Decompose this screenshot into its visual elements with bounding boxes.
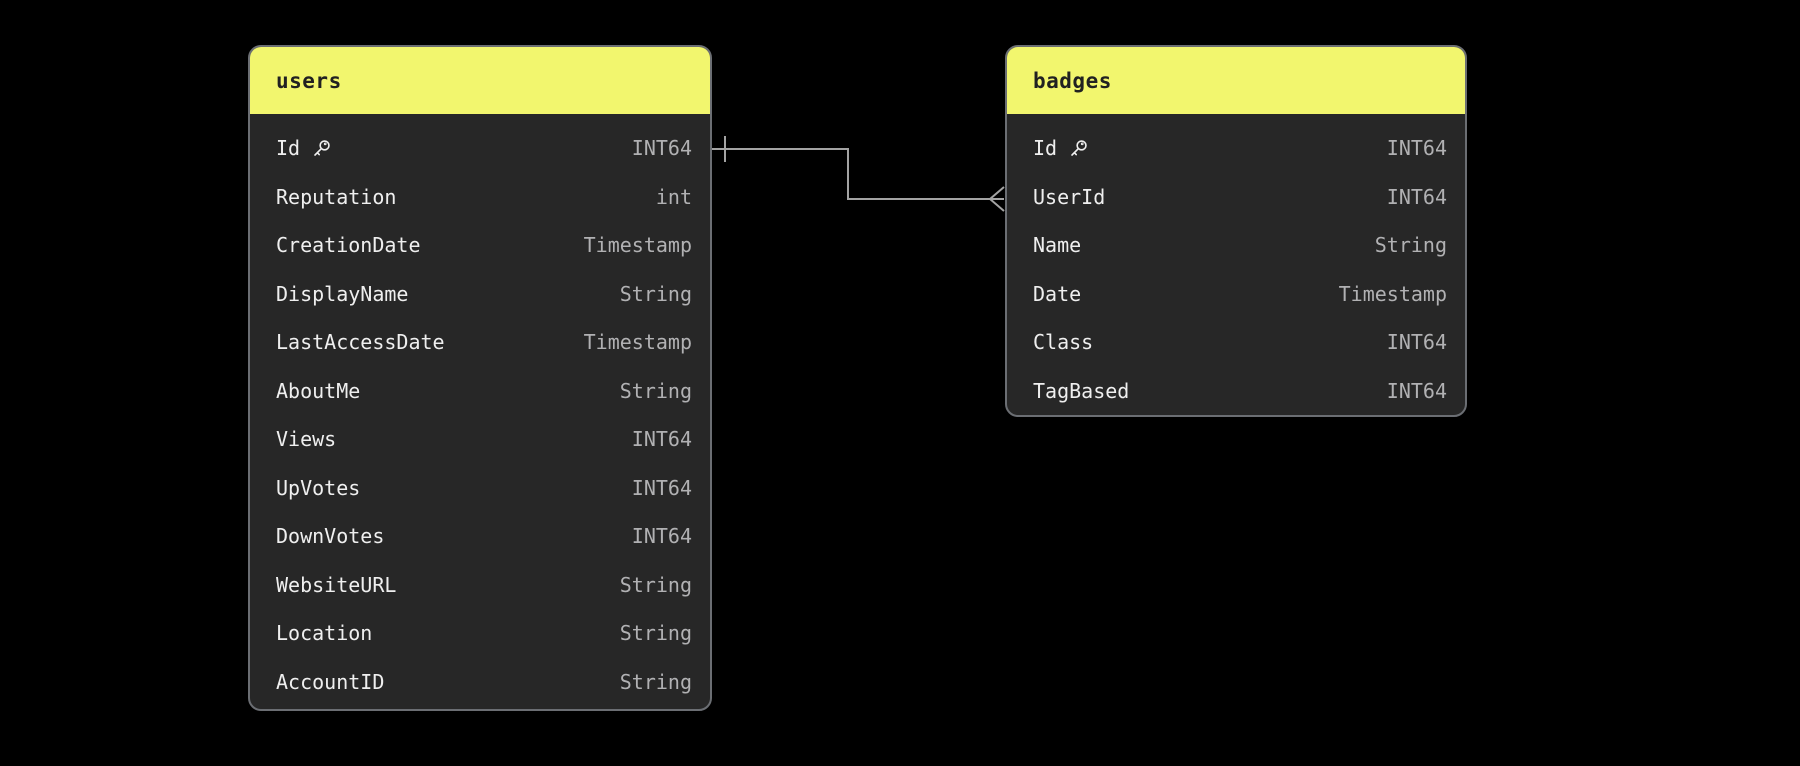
field-name: Name — [1033, 233, 1082, 258]
field-type: String — [619, 669, 692, 694]
table-field-list: Id INT64 Reputation int CreationDate Tim… — [250, 114, 710, 709]
table-header[interactable]: badges — [1007, 47, 1465, 114]
table-card-badges[interactable]: badges Id INT64 UserId INT64 Name — [1005, 45, 1467, 417]
field-row[interactable]: TagBased INT64 — [1007, 367, 1465, 416]
field-name: Views — [276, 427, 337, 452]
field-row[interactable]: Date Timestamp — [1007, 270, 1465, 319]
table-field-list: Id INT64 UserId INT64 Name String Date — [1007, 114, 1465, 416]
field-row[interactable]: LastAccessDate Timestamp — [250, 318, 710, 367]
field-type: INT64 — [631, 524, 692, 549]
field-type: INT64 — [631, 475, 692, 500]
field-row[interactable]: Name String — [1007, 221, 1465, 270]
field-row[interactable]: WebsiteURL String — [250, 561, 710, 610]
field-type: INT64 — [1386, 378, 1447, 403]
field-type: String — [619, 572, 692, 597]
field-name: Reputation — [276, 184, 397, 209]
field-type: String — [619, 281, 692, 306]
field-row[interactable]: Location String — [250, 609, 710, 658]
field-name: AboutMe — [276, 378, 361, 403]
field-name: UserId — [1033, 184, 1106, 209]
field-name: LastAccessDate — [276, 330, 445, 355]
field-type: INT64 — [1386, 136, 1447, 161]
field-name: WebsiteURL — [276, 572, 397, 597]
field-row[interactable]: DisplayName String — [250, 270, 710, 319]
field-row[interactable]: Reputation int — [250, 173, 710, 222]
relationship-line[interactable] — [712, 148, 990, 200]
field-type: Timestamp — [583, 233, 692, 258]
field-name: Location — [276, 621, 373, 646]
field-type: String — [619, 621, 692, 646]
field-row[interactable]: AccountID String — [250, 658, 710, 707]
field-type: String — [619, 378, 692, 403]
field-type: INT64 — [1386, 330, 1447, 355]
field-row[interactable]: DownVotes INT64 — [250, 512, 710, 561]
field-type: INT64 — [1386, 184, 1447, 209]
field-type: Timestamp — [583, 330, 692, 355]
field-type: String — [1374, 233, 1447, 258]
primary-key-icon — [1071, 139, 1087, 156]
field-name: Class — [1033, 330, 1094, 355]
table-name: badges — [1033, 68, 1112, 93]
field-row[interactable]: Id INT64 — [250, 124, 710, 173]
field-row[interactable]: Class INT64 — [1007, 318, 1465, 367]
field-name: Date — [1033, 281, 1082, 306]
table-header[interactable]: users — [250, 47, 710, 114]
field-name: AccountID — [276, 669, 385, 694]
field-name: DownVotes — [276, 524, 385, 549]
field-name: CreationDate — [276, 233, 421, 258]
field-type: INT64 — [631, 136, 692, 161]
table-name: users — [276, 68, 342, 93]
primary-key-icon — [314, 139, 330, 156]
table-card-users[interactable]: users Id INT64 Reputation int Crea — [248, 45, 712, 711]
field-type: INT64 — [631, 427, 692, 452]
field-name: TagBased — [1033, 378, 1130, 403]
cardinality-many-marker — [989, 186, 1005, 212]
field-row[interactable]: Id INT64 — [1007, 124, 1465, 173]
field-row[interactable]: UserId INT64 — [1007, 173, 1465, 222]
field-row[interactable]: CreationDate Timestamp — [250, 221, 710, 270]
field-type: Timestamp — [1338, 281, 1447, 306]
field-row[interactable]: Views INT64 — [250, 415, 710, 464]
field-row[interactable]: UpVotes INT64 — [250, 464, 710, 513]
field-name: DisplayName — [276, 281, 409, 306]
field-name: UpVotes — [276, 475, 361, 500]
field-name: Id — [276, 136, 332, 160]
field-row[interactable]: AboutMe String — [250, 367, 710, 416]
field-type: int — [655, 184, 692, 209]
field-name: Id — [1033, 136, 1089, 160]
